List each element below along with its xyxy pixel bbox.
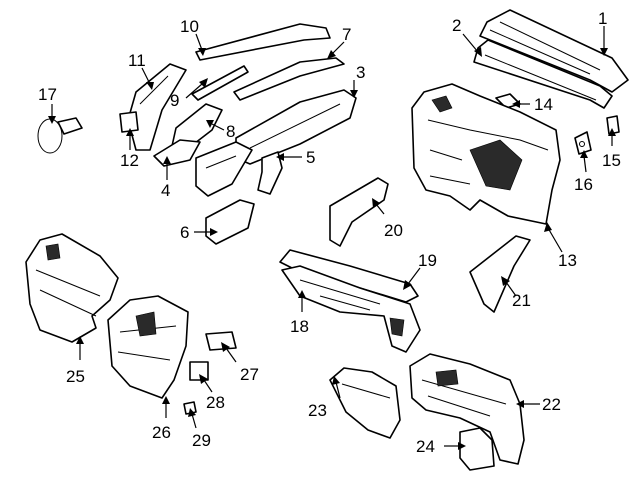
callout-28: 28 bbox=[206, 393, 225, 412]
callout-23: 23 bbox=[308, 401, 327, 420]
callout-14: 14 bbox=[534, 95, 553, 114]
leader-lines bbox=[48, 26, 616, 450]
callout-21: 21 bbox=[512, 291, 531, 310]
callout-9: 9 bbox=[170, 91, 179, 110]
part-26-insulator bbox=[107, 295, 189, 399]
callout-15: 15 bbox=[602, 151, 621, 170]
callout-20: 20 bbox=[384, 221, 403, 240]
part-7-cowl-strip bbox=[233, 57, 345, 101]
part-24-insulator bbox=[459, 427, 495, 471]
callout-6: 6 bbox=[180, 223, 189, 242]
part-3-cowl-bracket bbox=[235, 89, 357, 165]
part-6-bracket bbox=[205, 199, 255, 245]
callout-11: 11 bbox=[128, 51, 146, 70]
callout-26: 26 bbox=[152, 423, 171, 442]
callout-29: 29 bbox=[192, 431, 211, 450]
part-16-bracket bbox=[574, 131, 592, 155]
part-4-bracket bbox=[153, 139, 201, 167]
callout-18: 18 bbox=[290, 317, 309, 336]
part-15-bracket bbox=[606, 115, 620, 135]
part-25-side-panel bbox=[25, 233, 119, 343]
callout-12: 12 bbox=[120, 151, 139, 170]
callout-3: 3 bbox=[356, 63, 365, 82]
callout-19: 19 bbox=[418, 251, 437, 270]
part-3-duct bbox=[195, 141, 253, 197]
callout-1: 1 bbox=[598, 9, 607, 28]
part-27-block bbox=[205, 331, 237, 351]
part-12-plate bbox=[119, 111, 139, 133]
callout-4: 4 bbox=[161, 181, 170, 200]
callout-16: 16 bbox=[574, 175, 593, 194]
part-10-cowl-strip bbox=[195, 23, 331, 61]
callout-17: 17 bbox=[38, 85, 57, 104]
callout-7: 7 bbox=[342, 25, 351, 44]
callout-22: 22 bbox=[542, 395, 561, 414]
part-20-bracket bbox=[329, 177, 389, 247]
part-23-insulator bbox=[329, 367, 401, 439]
part-9-strip bbox=[191, 65, 249, 101]
part-5-mount bbox=[257, 151, 283, 195]
part-1-cowl-panel bbox=[479, 9, 629, 93]
callout-5: 5 bbox=[306, 148, 315, 167]
callout-2: 2 bbox=[452, 16, 461, 35]
part-13-dash-panel bbox=[411, 83, 561, 225]
part-18-cowl-inner bbox=[281, 265, 421, 353]
callout-10: 10 bbox=[180, 17, 199, 36]
callout-27: 27 bbox=[240, 365, 259, 384]
part-21-support bbox=[469, 235, 531, 313]
part-22-insulator bbox=[409, 353, 525, 465]
part-2-cowl-lower-panel bbox=[473, 39, 613, 109]
part-28-pad bbox=[189, 361, 209, 381]
callout-25: 25 bbox=[66, 367, 85, 386]
part-17-wire-harness bbox=[37, 117, 83, 154]
callout-24: 24 bbox=[416, 437, 435, 456]
callout-labels: 1 2 3 4 5 6 7 8 9 10 11 12 13 14 15 16 1… bbox=[38, 9, 621, 456]
callout-13: 13 bbox=[558, 251, 577, 270]
callout-8: 8 bbox=[226, 122, 235, 141]
